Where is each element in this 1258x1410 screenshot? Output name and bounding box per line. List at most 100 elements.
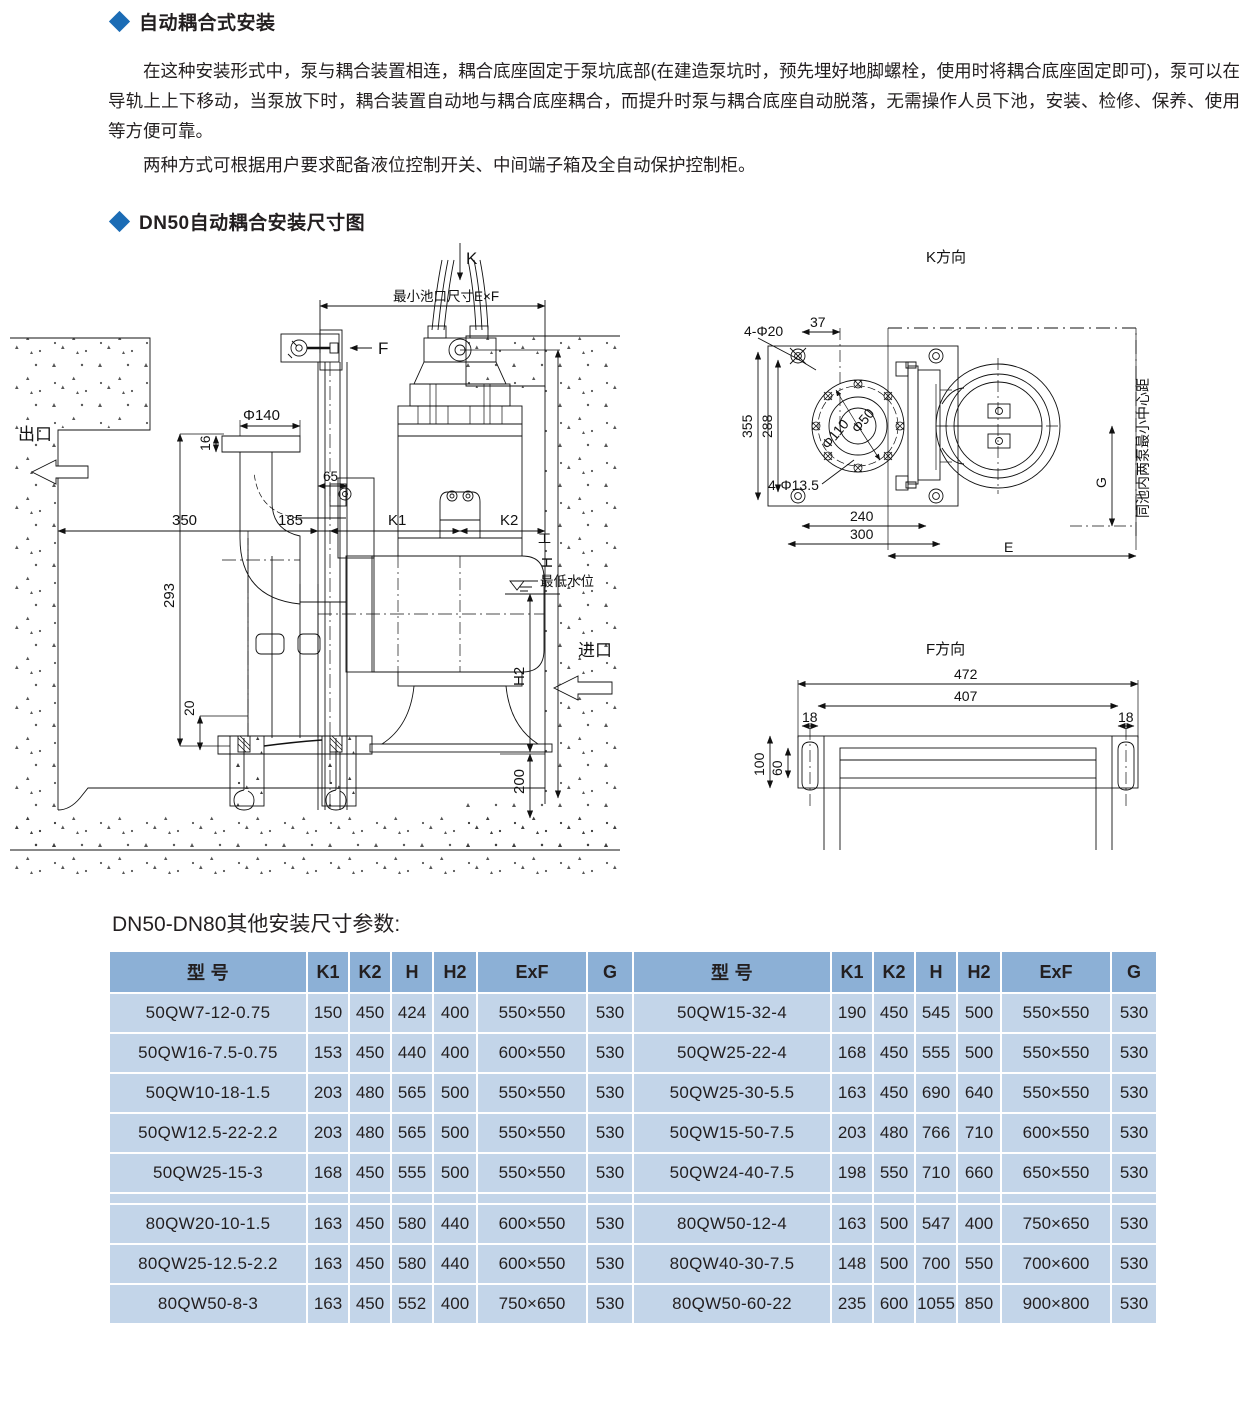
diamond-bullet-icon — [108, 210, 131, 233]
cell-value: 530 — [588, 1285, 632, 1323]
cell-value: 500 — [434, 1074, 476, 1112]
dimension-table-wrapper: 型 号 K1 K2 H H2 ExF G 型 号 K1 K2 H H2 ExF … — [108, 950, 1156, 1325]
cell-value: 500 — [874, 1245, 914, 1283]
col-g-right: G — [1112, 952, 1156, 992]
svg-text:工: 工 — [538, 531, 551, 546]
cell-value: 547 — [916, 1205, 956, 1243]
svg-text:G: G — [1093, 477, 1109, 488]
cell-value: 530 — [1112, 1114, 1156, 1152]
svg-text:200: 200 — [511, 769, 528, 794]
cell-value: 450 — [874, 994, 914, 1032]
svg-text:16: 16 — [197, 435, 213, 451]
cell-value: 565 — [392, 1074, 432, 1112]
cell-value: 500 — [434, 1154, 476, 1192]
cell-value: 530 — [1112, 1074, 1156, 1112]
spacer-cell — [350, 1194, 390, 1203]
cell-value: 163 — [308, 1285, 348, 1323]
cell-value: 530 — [588, 1114, 632, 1152]
cell-value: 600×550 — [1002, 1114, 1110, 1152]
spacer-cell — [874, 1194, 914, 1203]
cell-value: 690 — [916, 1074, 956, 1112]
col-model-left: 型 号 — [110, 952, 306, 992]
section-heading-dn50-drawing: DN50自动耦合安装尺寸图 — [108, 208, 366, 235]
cell-value: 650×550 — [1002, 1154, 1110, 1192]
cell-model-left: 50QW25-15-3 — [110, 1154, 306, 1192]
cell-value: 450 — [350, 1034, 390, 1072]
svg-text:Φ110: Φ110 — [818, 416, 852, 452]
svg-text:300: 300 — [850, 526, 874, 542]
cell-value: 850 — [958, 1285, 1000, 1323]
cell-value: 500 — [958, 994, 1000, 1032]
cell-value: 555 — [392, 1154, 432, 1192]
svg-text:100: 100 — [751, 752, 767, 776]
cell-value: 565 — [392, 1114, 432, 1152]
svg-text:E: E — [1004, 539, 1013, 555]
cell-value: 424 — [392, 994, 432, 1032]
cell-value: 750×650 — [478, 1285, 586, 1323]
svg-text:472: 472 — [954, 666, 978, 682]
cell-value: 198 — [832, 1154, 872, 1192]
cell-model-right: 50QW25-30-5.5 — [634, 1074, 830, 1112]
cell-value: 700 — [916, 1245, 956, 1283]
cell-value: 530 — [588, 1245, 632, 1283]
svg-text:Φ50: Φ50 — [848, 405, 878, 436]
col-h2-left: H2 — [434, 952, 476, 992]
cell-value: 530 — [1112, 1285, 1156, 1323]
cell-model-right: 80QW50-12-4 — [634, 1205, 830, 1243]
col-model-right: 型 号 — [634, 952, 830, 992]
cell-value: 440 — [434, 1245, 476, 1283]
col-k2-left: K2 — [350, 952, 390, 992]
cell-model-left: 80QW25-12.5-2.2 — [110, 1245, 306, 1283]
svg-text:288: 288 — [759, 414, 775, 438]
svg-text:407: 407 — [954, 688, 978, 704]
cell-value: 500 — [434, 1114, 476, 1152]
svg-text:4-Φ13.5: 4-Φ13.5 — [768, 477, 819, 493]
cell-value: 550×550 — [478, 994, 586, 1032]
svg-text:H2: H2 — [511, 667, 528, 686]
cell-value: 550×550 — [1002, 1034, 1110, 1072]
svg-text:进口: 进口 — [578, 641, 612, 660]
cell-model-right: 80QW40-30-7.5 — [634, 1245, 830, 1283]
section-title-text: 自动耦合式安装 — [139, 13, 276, 34]
spacer-cell — [588, 1194, 632, 1203]
cell-value: 163 — [308, 1205, 348, 1243]
cell-value: 530 — [588, 1154, 632, 1192]
cell-value: 550×550 — [1002, 1074, 1110, 1112]
cell-value: 530 — [1112, 1034, 1156, 1072]
svg-text:F方向: F方向 — [926, 641, 965, 658]
cell-value: 500 — [958, 1034, 1000, 1072]
spacer-cell — [308, 1194, 348, 1203]
technical-drawing-area: K 最小池口尺寸E×F F 65 — [0, 238, 1258, 898]
svg-text:K: K — [466, 249, 478, 268]
svg-text:K1: K1 — [388, 512, 406, 529]
cell-value: 550×550 — [1002, 994, 1110, 1032]
spacer-cell — [916, 1194, 956, 1203]
svg-text:60: 60 — [769, 760, 785, 776]
svg-text:4-Φ20: 4-Φ20 — [744, 323, 783, 339]
cell-value: 440 — [434, 1205, 476, 1243]
cell-value: 600 — [874, 1285, 914, 1323]
spacer-cell — [958, 1194, 1000, 1203]
cell-value: 640 — [958, 1074, 1000, 1112]
cell-value: 550×550 — [478, 1074, 586, 1112]
cell-model-left: 80QW20-10-1.5 — [110, 1205, 306, 1243]
cell-value: 450 — [874, 1034, 914, 1072]
cell-value: 450 — [350, 1205, 390, 1243]
cell-value: 168 — [832, 1034, 872, 1072]
section-title-text: DN50自动耦合安装尺寸图 — [139, 213, 366, 234]
cell-value: 555 — [916, 1034, 956, 1072]
cell-value: 1055 — [916, 1285, 956, 1323]
cell-value: 400 — [434, 994, 476, 1032]
spacer-cell — [1112, 1194, 1156, 1203]
cell-value: 400 — [434, 1034, 476, 1072]
cell-value: 580 — [392, 1245, 432, 1283]
svg-text:65: 65 — [323, 469, 338, 484]
cell-value: 190 — [832, 994, 872, 1032]
cell-model-left: 80QW50-8-3 — [110, 1285, 306, 1323]
